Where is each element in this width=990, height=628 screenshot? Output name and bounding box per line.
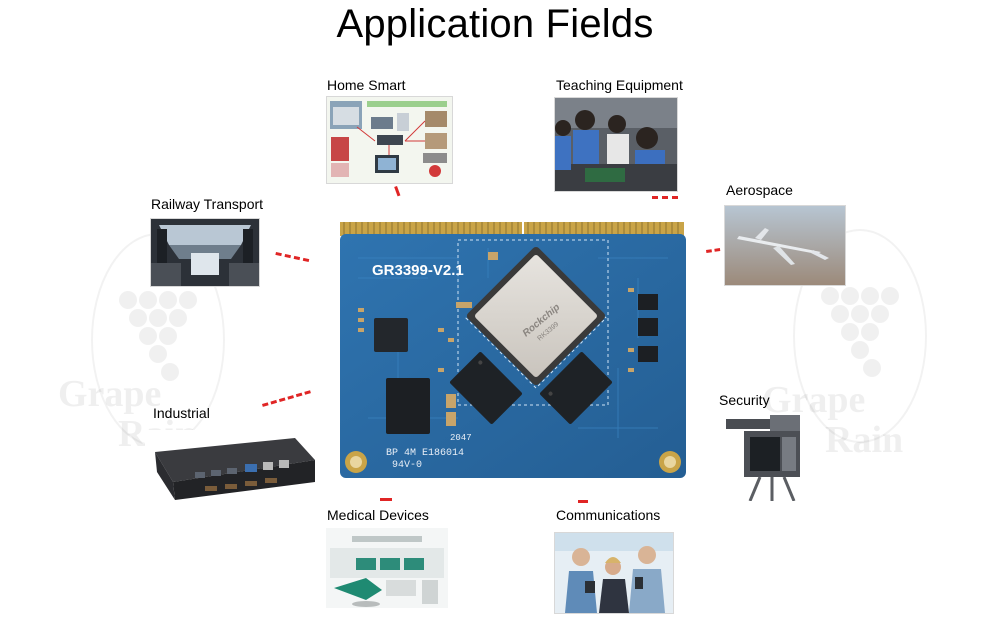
watermark-text-grape-left: Grape [58,373,162,415]
connector-home-smart [394,186,401,197]
board-model-label: GR3399-V2.1 [372,262,464,279]
mounting-hole-left [345,451,367,473]
smart-home-diagram-icon [327,97,452,183]
students-photo-icon [555,98,677,191]
connector-teaching [652,196,678,199]
teaching-equipment-image [555,98,677,191]
label-communications: Communications [556,507,661,523]
label-aerospace: Aerospace [726,182,793,198]
board-marking-date: 2047 [450,433,472,443]
label-industrial: Industrial [153,405,210,421]
connector-communications [578,500,588,503]
grape-watermark-right-icon [793,229,927,443]
industrial-pc-box-icon [145,430,317,500]
security-image [720,413,806,501]
medical-devices-image [326,528,448,608]
train-interior-icon [151,219,259,286]
surveillance-camera-icon [720,413,806,501]
connector-railway [275,252,310,263]
connector-medical [380,498,392,501]
communications-image [555,533,673,613]
connector-industrial [262,390,311,407]
rk3399-soc-chip [466,246,606,386]
page-title: Application Fields [336,2,654,46]
board-marking-1: BP 4M E186014 [386,448,464,459]
dental-chair-icon [326,528,448,608]
label-teaching-equipment: Teaching Equipment [556,77,683,93]
watermark-text-rain-right: Rain [825,419,904,461]
memory-chip-right [540,352,612,424]
board-marking-2: 94V-0 [392,460,422,471]
emmc-chip [386,378,430,434]
home-smart-image [327,97,452,183]
gr3399-core-board: GR3399-V2.1 Rockchip RK3399 2047 BP 4M E… [340,222,686,478]
label-security: Security [719,392,770,408]
pmic-chip [374,318,408,352]
industrial-image [145,430,317,500]
business-people-phones-icon [555,533,673,613]
label-railway-transport: Railway Transport [151,196,264,212]
memory-chip-left [450,352,522,424]
connector-aerospace [706,248,721,253]
label-medical-devices: Medical Devices [327,507,429,523]
mounting-hole-right [659,451,681,473]
railway-transport-image [151,219,259,286]
aerospace-image [725,206,845,285]
drone-aircraft-icon [725,206,845,285]
label-home-smart: Home Smart [327,77,406,93]
